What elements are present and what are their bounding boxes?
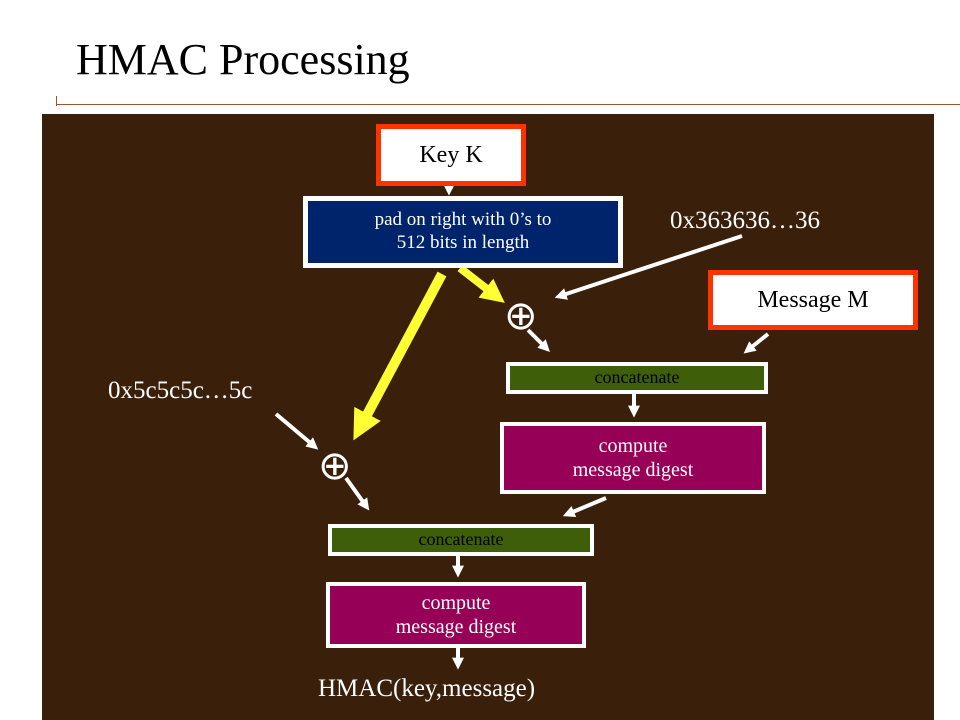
outer-concatenate-box: concatenate — [328, 524, 594, 556]
arrow-opad-to-outer-xor — [274, 412, 319, 450]
arrow-pad-to-outer-xor — [353, 271, 447, 441]
arrow-digest-to-outer-concat — [562, 496, 607, 518]
inner-xor-symbol: ⊕ — [504, 293, 538, 339]
arrow-outer-xor-to-concat — [344, 476, 370, 511]
ipad-constant-label: 0x363636…36 — [670, 207, 820, 234]
message-box: Message M — [708, 270, 918, 330]
key-box: Key K — [376, 124, 526, 186]
title-divider-tick — [56, 96, 57, 106]
arrow-message-to-concat — [743, 332, 770, 354]
slide-title: HMAC Processing — [76, 35, 410, 84]
title-divider — [56, 104, 960, 105]
arrow-pad-to-inner-xor — [457, 264, 505, 303]
arrow-ipad-to-inner-xor — [554, 234, 743, 300]
hmac-output-label: HMAC(key,message) — [318, 675, 536, 702]
outer-xor-symbol: ⊕ — [318, 443, 352, 489]
opad-constant-label: 0x5c5c5c…5c — [108, 377, 253, 404]
inner-concatenate-box: concatenate — [506, 362, 768, 394]
arrow-inner-xor-to-concat — [526, 328, 550, 352]
pad-box: pad on right with 0’s to 512 bits in len… — [303, 196, 623, 268]
inner-digest-box: compute message digest — [500, 422, 766, 494]
outer-digest-box: compute message digest — [326, 582, 586, 648]
